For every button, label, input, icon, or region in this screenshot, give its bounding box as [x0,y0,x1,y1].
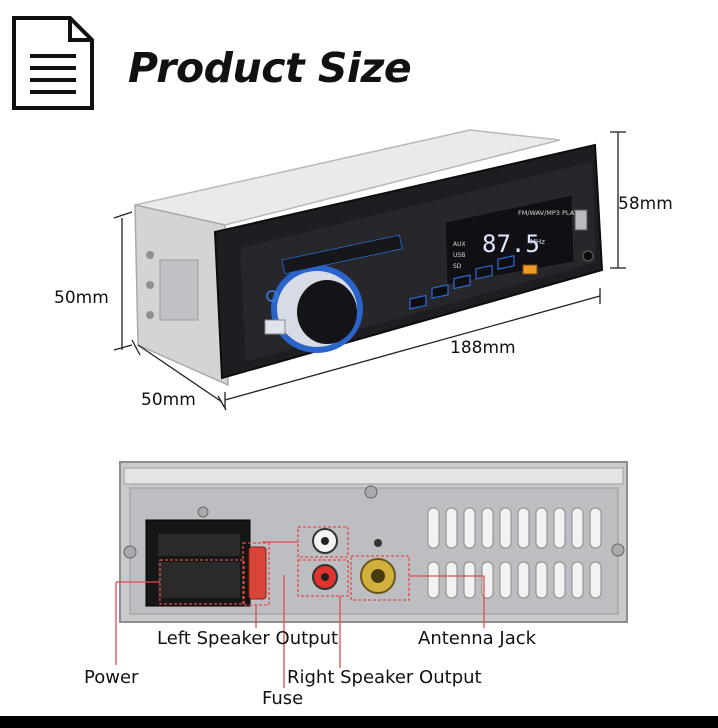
preset-buttons [409,255,515,310]
model-text: FM/WAV/MP3 PLAYER [518,209,587,217]
vent-slots [427,507,602,599]
frequency-unit: MHz [530,238,545,246]
right-speaker-label: Right Speaker Output [287,667,482,688]
page-title: Product Size [128,44,412,92]
antenna-jack-label: Antenna Jack [418,628,537,649]
left-speaker-label: Left Speaker Output [157,628,339,649]
bottom-bar [0,716,718,728]
source-aux: AUX [453,241,466,248]
frequency-readout: 87.5 [482,230,540,258]
source-sd: SD [453,263,462,270]
fuse [248,546,267,600]
dim-height-label: 58mm [618,194,673,214]
lcd-display [444,194,575,286]
callout-lines [115,526,485,688]
fuse-label: Fuse [262,688,304,709]
usb-port [574,209,588,231]
dim-front-height-label: 50mm [54,288,109,308]
dim-width-label: 188mm [450,338,516,358]
dimension-lines [113,131,626,411]
dim-depth-label: 50mm [141,390,196,410]
source-usb: USB [453,252,465,259]
volume-knob [297,280,357,344]
usb-charge-port [522,264,538,275]
power-label: Power [84,667,139,688]
document-icon [12,16,94,110]
